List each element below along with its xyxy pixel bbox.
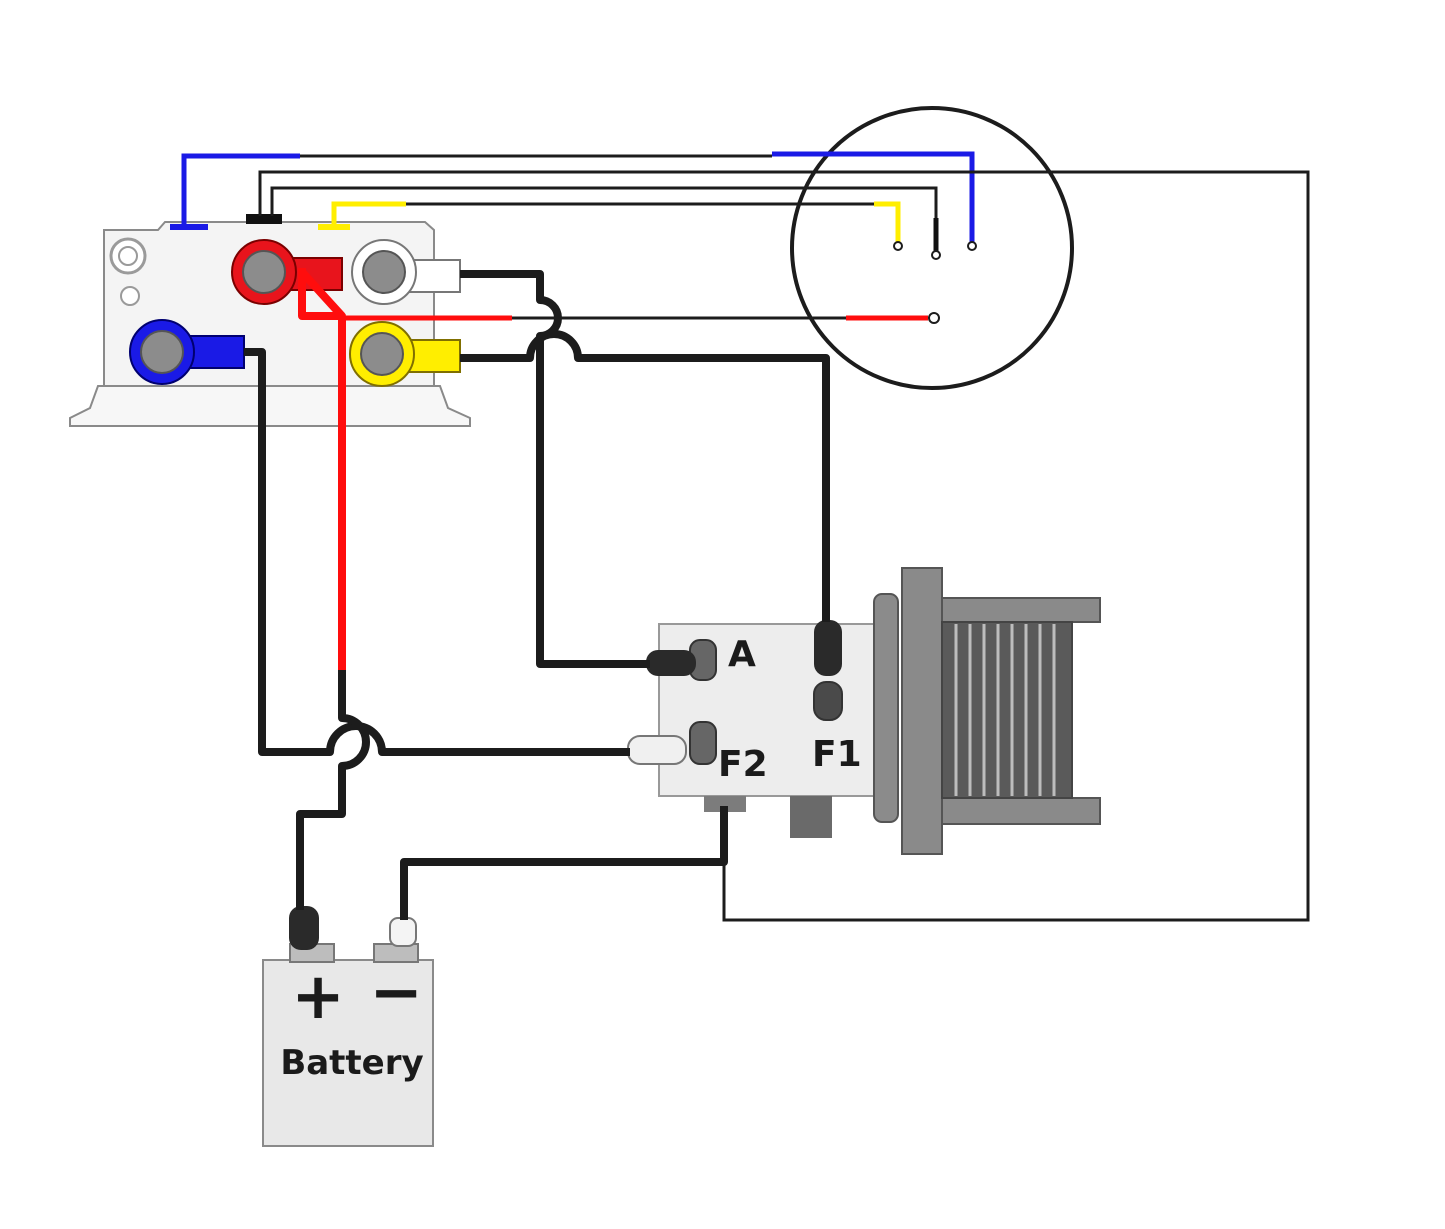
control-harness-wire-2 bbox=[258, 170, 1310, 922]
terminal-f2-stud bbox=[689, 721, 717, 765]
yellow-control-wire bbox=[331, 201, 406, 226]
contactor-mount-hole-inner bbox=[118, 246, 138, 266]
black-control-terminal bbox=[246, 214, 282, 224]
red-positive-cable bbox=[298, 268, 346, 672]
switch-terminal-yellow bbox=[893, 241, 903, 251]
drum-cable-wraps bbox=[954, 624, 1056, 796]
terminal-a-boot bbox=[646, 650, 696, 676]
blue-control-wire-end bbox=[772, 151, 975, 244]
blue-lug-to-terminal-f2-cable bbox=[244, 348, 630, 756]
wiring bbox=[181, 151, 1310, 922]
blue-control-terminal bbox=[170, 224, 208, 230]
blue-lug-stud bbox=[140, 330, 184, 374]
yellow-switch-lead bbox=[874, 201, 901, 244]
blue-lug-tab bbox=[189, 335, 245, 369]
switch-terminal-blue bbox=[967, 241, 977, 251]
battery-positive-terminal bbox=[289, 906, 319, 950]
battery-negative-terminal bbox=[389, 917, 417, 947]
yellow-lug-stud bbox=[360, 332, 404, 376]
drum-end-flange-right-bottom bbox=[941, 797, 1101, 825]
terminal-f1-boot bbox=[814, 620, 842, 676]
contactor-mounting-flange bbox=[69, 385, 471, 427]
drum-end-flange-left bbox=[901, 567, 943, 855]
white-lug-stud bbox=[362, 250, 406, 294]
battery-ground-cable bbox=[400, 806, 728, 920]
terminal-f2-boot bbox=[627, 735, 687, 765]
control-switch-housing bbox=[790, 106, 1074, 390]
blue-control-wire bbox=[181, 153, 300, 226]
terminal-f1-label: F1 bbox=[812, 734, 862, 775]
winch-motor: A F1 F2 bbox=[627, 567, 1101, 855]
battery-positive-symbol: + bbox=[291, 960, 345, 1034]
control-switch bbox=[790, 106, 1074, 390]
yellow-lug-to-terminal-f1-cable bbox=[460, 330, 830, 622]
positive-cable-to-battery bbox=[296, 670, 370, 910]
terminal-f2-label: F2 bbox=[718, 744, 768, 785]
red-lug-stud bbox=[242, 250, 286, 294]
contactor-small-hole bbox=[120, 286, 140, 306]
winch-drum bbox=[941, 621, 1073, 799]
drum-end-flange-right bbox=[941, 597, 1101, 623]
switch-terminal-black bbox=[931, 250, 941, 260]
battery-case bbox=[262, 959, 434, 1147]
motor-foot bbox=[790, 796, 832, 838]
terminal-a-label: A bbox=[728, 634, 756, 675]
motor-end-plate bbox=[873, 593, 899, 823]
switch-terminal-red bbox=[928, 312, 940, 324]
contactor-box bbox=[69, 214, 471, 427]
yellow-lug-tab bbox=[407, 339, 461, 373]
terminal-f1-stud bbox=[813, 681, 843, 721]
yellow-control-terminal bbox=[318, 224, 350, 230]
motor-ground-stud bbox=[704, 796, 746, 812]
battery: + − Battery bbox=[262, 906, 434, 1147]
white-lug-tab bbox=[409, 259, 461, 293]
battery-negative-symbol: − bbox=[369, 956, 423, 1030]
battery-label: Battery bbox=[280, 1043, 423, 1083]
